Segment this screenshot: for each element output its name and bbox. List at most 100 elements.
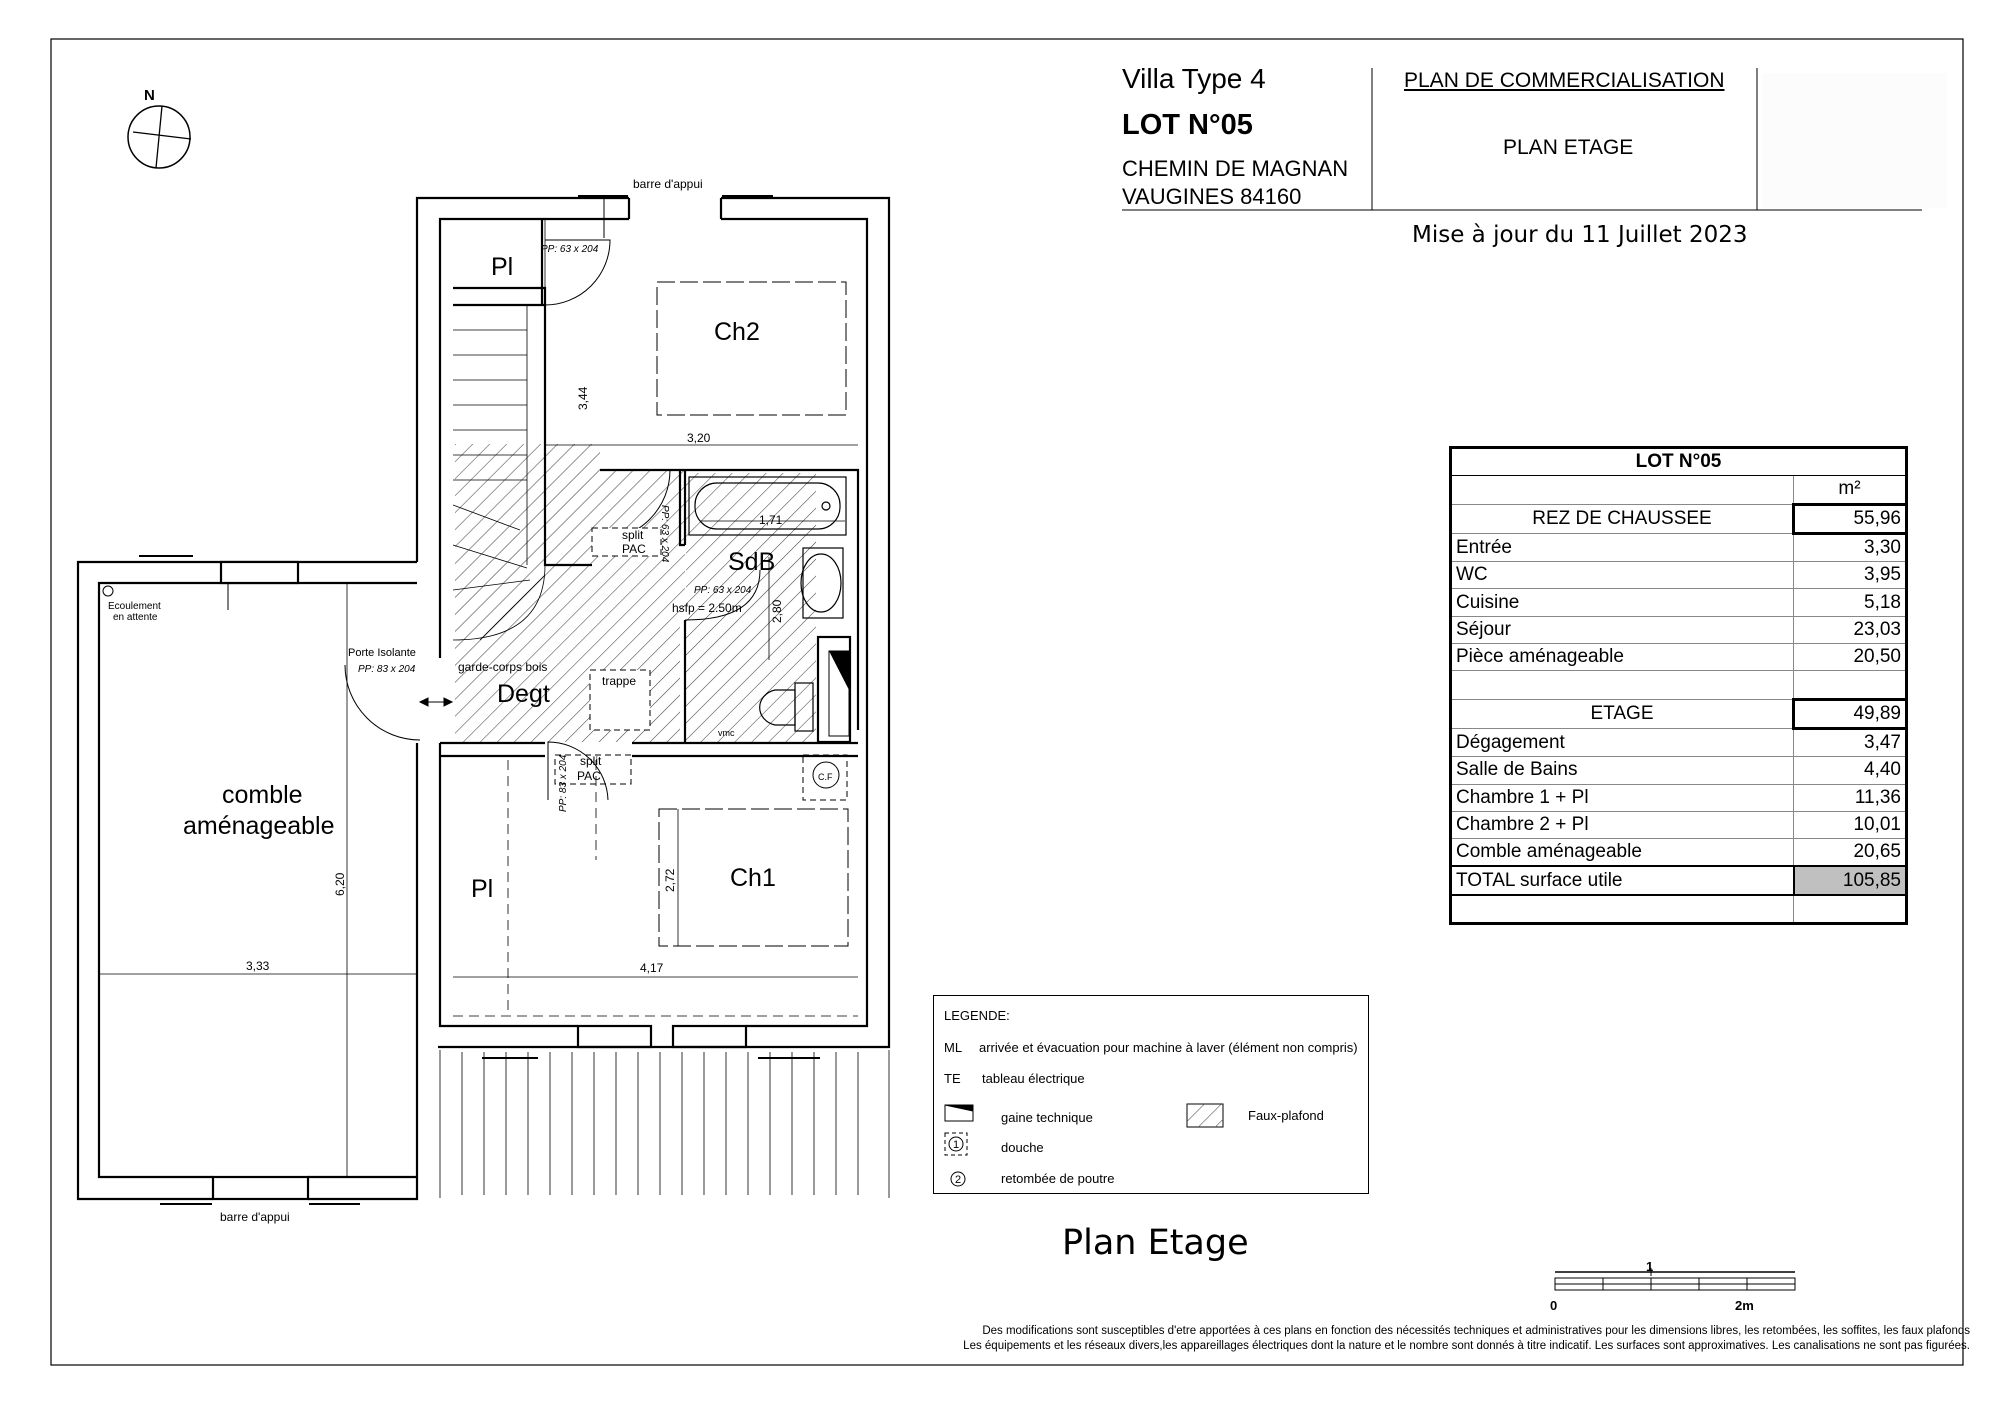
total-value: 105,85 [1792,865,1908,896]
scale-label-end: 2m [1735,1298,1754,1313]
cf-label: C.F [818,772,833,782]
dim-2-80: 2,80 [770,599,784,623]
balcony-railing [439,1050,890,1198]
door-swings [227,198,761,801]
plan-type: PLAN DE COMMERCIALISATION [1404,69,1725,92]
rdc-label: REZ DE CHAUSSEE [1450,503,1794,534]
hsfp-label: hsfp = 2.50m [672,601,742,615]
room-label-ch1: Ch1 [730,864,776,892]
north-label: N [144,87,155,104]
row-name: Chambre 1 + Pl [1450,783,1794,812]
ecoulement-symbol [102,585,114,597]
plan-title: Plan Etage [1062,1223,1249,1263]
pp-porte-isolante-label: PP: 83 x 204 [358,664,416,675]
room-label-comble-2: aménageable [183,812,335,840]
villa-type: Villa Type 4 [1122,63,1266,94]
room-label-pl-bottom: Pl [471,875,493,903]
row-name: Dégagement [1450,727,1794,758]
bathtub [688,476,847,536]
disclaimer: Des modifications sont susceptibles d'et… [963,1324,1970,1354]
legend-sym-2: 2 [955,1174,961,1186]
faux-plafond-zone [455,444,685,742]
legend-poutre: retombée de poutre [1001,1171,1115,1186]
row-value: 3,95 [1793,561,1907,590]
row-name: Entrée [1450,532,1794,563]
bed-ch1 [658,808,849,947]
row-value: 11,36 [1793,783,1907,812]
split-pac-top-2: PAC [622,542,646,556]
legend-gaine: gaine technique [1001,1110,1093,1125]
room-label-degt: Degt [497,680,550,708]
room-label-comble-1: comble [222,781,303,809]
row-name: Salle de Bains [1450,756,1794,785]
trappe-box [589,669,651,731]
dimension-lines [99,219,858,1177]
staircase [452,305,546,641]
trappe-label: trappe [602,674,636,688]
walls [76,196,891,1201]
split-pac-box [554,754,632,785]
logo-placeholder [1762,73,1947,208]
etage-label: ETAGE [1450,698,1794,729]
dim-3-33: 3,33 [246,959,270,973]
porte-isolante-label: Porte Isolante [348,647,416,659]
row-value: 5,18 [1793,588,1907,617]
pp-ch1-label: PP: 83 x 204 [558,754,569,812]
split-pac-box [591,527,662,557]
legend-sym-1: 1 [953,1139,959,1151]
ecoulement-label-1: Ecoulement [108,601,161,612]
lot-number: LOT N°05 [1122,109,1253,141]
row-name: Séjour [1450,615,1794,645]
barre-appui-lines [139,195,773,1205]
dim-3-44: 3,44 [576,386,590,410]
scale-bar [1554,1268,1796,1291]
legend-ml-code: ML [944,1040,963,1055]
area-table-blank [1450,475,1794,505]
rdc-total: 55,96 [1792,502,1908,535]
legend-te-text: tableau électrique [982,1071,1085,1086]
vmc-label: vmc [718,728,735,738]
spacer-cell [1793,670,1907,700]
row-value: 20,65 [1793,838,1907,867]
sheet-frame [50,38,1964,1366]
row-name: Comble aménageable [1450,838,1794,867]
row-value: 20,50 [1793,643,1907,672]
washbasin [800,547,844,619]
legend-te-code: TE [944,1071,961,1086]
dim-2-72: 2,72 [663,868,677,892]
entry-arrow [418,697,454,707]
toilet [759,682,814,732]
total-label: TOTAL surface utile [1450,865,1794,896]
north-compass: N [127,87,192,169]
room-label-pl-top: Pl [491,253,513,281]
spacer-cell [1450,894,1794,925]
dashed-lines [453,760,858,1017]
spacer-cell [1793,894,1907,925]
spacer-cell [1450,670,1794,700]
dim-6-20: 6,20 [333,872,347,896]
area-table-unit: m² [1793,475,1907,505]
row-value: 3,30 [1793,532,1907,563]
area-table-title: LOT N°05 [1450,446,1907,477]
ecoulement-label-2: en attente [113,612,158,623]
scale-label-zero: 0 [1550,1298,1557,1313]
barre-appui-top-label: barre d'appui [633,177,703,191]
plan-subtitle: PLAN ETAGE [1503,136,1634,159]
cf-box [802,754,848,801]
dim-1-71: 1,71 [759,513,783,527]
update-date: Mise à jour du 11 Juillet 2023 [1412,222,1748,248]
cf-symbol [812,761,840,789]
legend-ml-text: arrivée et évacuation pour machine à lav… [979,1040,1358,1055]
address-line-2: VAUGINES 84160 [1122,184,1302,209]
